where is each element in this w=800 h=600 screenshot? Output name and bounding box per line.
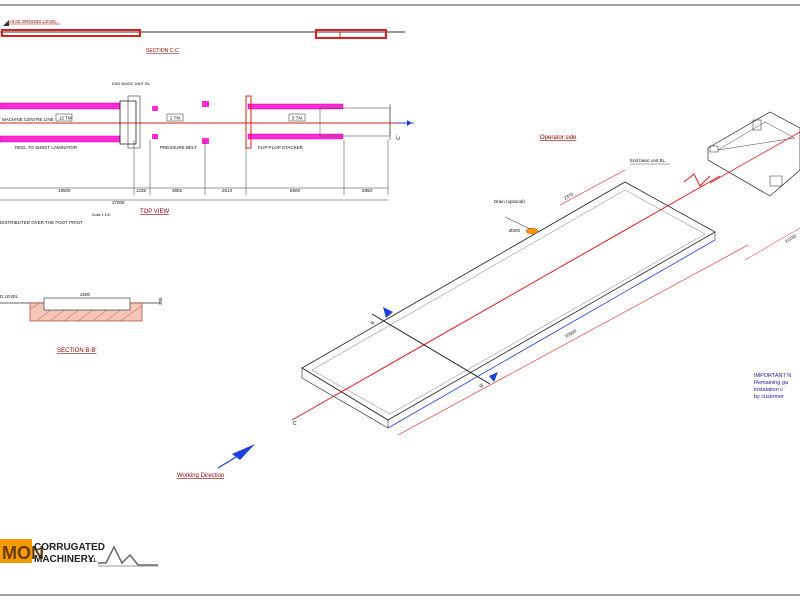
dim-2370-label: 2370	[563, 191, 575, 201]
working-direction: Working Direction	[177, 444, 255, 479]
working-direction-label: Working Direction	[177, 473, 224, 479]
ground-level-label: +0.00 GROUND LEVEL	[9, 19, 57, 24]
c-small-label: C	[293, 421, 297, 427]
pressure-belt-label: PRESSURE BELT	[160, 145, 197, 150]
machine-centre-line-label: MACHINE CENTRE LINE	[2, 117, 54, 122]
logo-part1: MON	[2, 543, 44, 563]
operator-side-label: Operator side	[540, 135, 577, 141]
dim-10500-label: 10500	[564, 328, 578, 339]
end-basic-unit-top-label: END BASIC UNIT BL.	[112, 81, 151, 86]
section-bb: D LEVEL 2500 300 SECTION B-B'	[0, 292, 163, 354]
dim-12230-label: 12230	[784, 233, 798, 244]
important-note: IMPORTANT N Remaining ga instalation c b…	[754, 373, 791, 400]
dim-2500-label: 2500	[80, 292, 91, 297]
dim-2950: 2950	[362, 188, 373, 193]
logo-part4: S.L	[89, 558, 97, 564]
upper-unit: 12230	[707, 111, 800, 261]
reel-to-sheet-label: REEL TO SHEET LAMINATOR	[15, 145, 78, 150]
working-direction-arrow-icon	[232, 444, 255, 460]
dim-1235: 1235	[136, 188, 147, 193]
dim-300-label: 300	[158, 297, 163, 305]
section-bb-label: SECTION B-B'	[57, 348, 96, 354]
drain-label: Drain (optional)	[494, 199, 525, 204]
important-line-3: instalation c	[754, 387, 783, 393]
break-symbol	[683, 173, 711, 187]
important-line-4: by customer	[754, 394, 784, 400]
dim-18500: 18500	[58, 188, 71, 193]
b-prime-mark: B'	[479, 382, 486, 389]
logo-part2: CORRUGATED	[34, 542, 105, 553]
ground-level-small-label: D LEVEL	[0, 294, 19, 299]
b-mark: B	[370, 320, 377, 326]
flip-flop-label: FLIP-FLOP STACKER	[258, 145, 304, 150]
company-logo: MON CORRUGATED MACHINERY S.L	[0, 539, 158, 567]
scale-label: Scale 1:100	[92, 213, 111, 217]
c-mark-label: C'	[396, 135, 402, 140]
length-5-label: 5 TM	[292, 116, 302, 121]
dim-37000: 37000	[112, 200, 125, 205]
end-basic-unit-label: End basic unit BL.	[630, 158, 666, 163]
dim-2613: 2613	[222, 188, 233, 193]
dim-3852: 3852	[172, 188, 183, 193]
top-view: 12 TM 2 TM 5 TM C' MACHINE CENTRE LINE R…	[0, 81, 414, 225]
important-line-2: Remaining ga	[754, 380, 789, 386]
dim-6500: 6500	[290, 188, 301, 193]
isometric-pit: B B' 10500 2370 Drain (optional) Ø200 En…	[291, 135, 749, 436]
drain-dia-label: Ø200	[509, 228, 521, 233]
logo-part3: MACHINERY	[34, 554, 95, 565]
distributed-label: DISTRIBUTED OVER THE FOOT PRINT	[0, 220, 83, 225]
section-cc: +0.00 GROUND LEVEL SECTION C-C'	[0, 19, 405, 54]
top-view-label: TOP VIEW	[140, 209, 169, 215]
important-line-1: IMPORTANT N	[754, 373, 791, 379]
length-2-label: 2 TM	[170, 116, 180, 121]
section-cc-label: SECTION C-C'	[146, 48, 180, 54]
length-12-label: 12 TM	[59, 116, 72, 121]
